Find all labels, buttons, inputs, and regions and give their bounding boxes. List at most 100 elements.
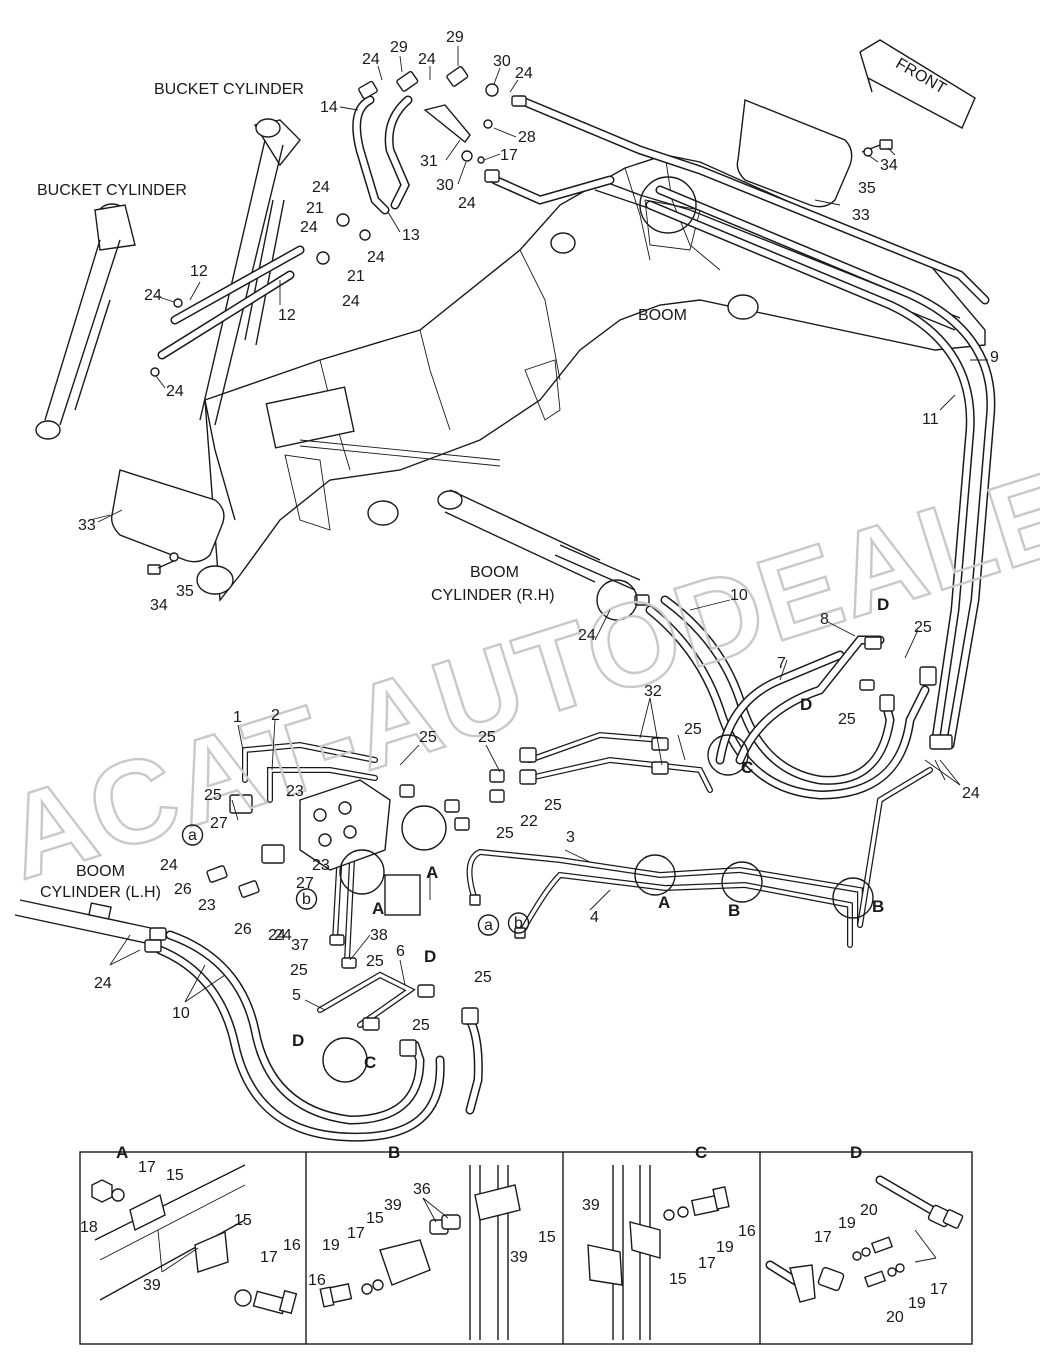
callout-c19: 24 xyxy=(342,293,360,310)
callout-c6: 24 xyxy=(515,65,533,82)
detail-a-label-15a: 15 xyxy=(166,1167,184,1184)
cover-plate-lower xyxy=(110,469,225,563)
callout-c82: 25 xyxy=(412,1017,430,1034)
callout-c54-ring xyxy=(181,824,204,846)
callout-c66: B xyxy=(728,901,740,920)
detail-d-label-20b: 20 xyxy=(886,1309,904,1326)
callout-c61: b xyxy=(302,891,311,908)
detail-c-label-16: 16 xyxy=(738,1223,756,1240)
boom-cylinder-lh xyxy=(14,899,161,946)
hose-14-13 xyxy=(352,95,413,215)
callout-c28: 11 xyxy=(922,411,939,428)
callout-c69: b xyxy=(514,915,523,932)
callout-c15: 21 xyxy=(306,200,324,217)
callout-c78: 25 xyxy=(474,969,492,986)
caption-boom-cylinder-rh-1: BOOM xyxy=(470,564,519,581)
callout-c71: A xyxy=(426,863,438,882)
callout-c7: 14 xyxy=(320,99,338,116)
callout-c57: 23 xyxy=(198,897,216,914)
caption-bucket-cylinder-lower: BUCKET CYLINDER xyxy=(37,182,187,199)
callout-c79: 24 xyxy=(94,975,112,992)
callout-c32: 10 xyxy=(730,587,748,604)
detail-c: C 39 16 19 17 15 xyxy=(582,1143,756,1340)
detail-b-label-19: 19 xyxy=(322,1237,340,1254)
detail-d-label-17b: 17 xyxy=(930,1281,948,1298)
callout-c23: 24 xyxy=(166,383,184,400)
front-arrow: FRONT xyxy=(859,39,976,129)
callout-c17: 24 xyxy=(367,249,385,266)
callout-c22: 24 xyxy=(144,287,162,304)
callout-c4: 29 xyxy=(446,29,464,46)
hose-6 xyxy=(465,1015,483,1115)
pipe-5 xyxy=(317,971,416,1028)
callout-c16: 24 xyxy=(300,219,318,236)
detail-c-label-15: 15 xyxy=(669,1271,687,1288)
detail-c-label-17: 17 xyxy=(698,1255,716,1272)
callout-c58: 23 xyxy=(312,857,330,874)
detail-b-title: B xyxy=(388,1143,400,1162)
callout-c63: 3 xyxy=(566,829,575,846)
hose-9-11 xyxy=(645,185,996,750)
hose-upper-long xyxy=(490,95,990,305)
callout-c68-ring xyxy=(477,914,500,936)
caption-bucket-cylinder-upper: BUCKET CYLINDER xyxy=(154,81,304,98)
callout-c38: D xyxy=(800,695,812,714)
callout-c18: 21 xyxy=(347,268,365,285)
callout-c74: 6 xyxy=(396,943,405,960)
callout-c30: 35 xyxy=(176,583,194,600)
callout-c47: 24 xyxy=(962,785,980,802)
bolt-34-upper xyxy=(861,139,893,157)
detail-d: D 20 19 17 19 17 20 xyxy=(765,1143,964,1326)
callout-c2: 29 xyxy=(390,39,408,56)
callout-c52: 23 xyxy=(286,783,304,800)
detail-panels: A 17 15 18 15 17 16 39 B xyxy=(79,1143,973,1345)
callout-c83: D xyxy=(292,1031,304,1050)
callout-c26: 35 xyxy=(858,180,876,197)
callout-c33: 24 xyxy=(578,627,596,644)
detail-d-label-19b: 19 xyxy=(908,1295,926,1312)
callout-c84: C xyxy=(364,1053,376,1072)
detail-d-label-17a: 17 xyxy=(814,1229,832,1246)
pipe-1-2 xyxy=(242,741,378,803)
callout-c62: 24 xyxy=(268,927,286,944)
fittings xyxy=(144,66,953,1057)
callout-c61-ring xyxy=(295,888,318,910)
valve-block xyxy=(229,779,421,916)
callout-c80: 10 xyxy=(172,1005,190,1022)
callout-c13: 13 xyxy=(402,227,420,244)
callout-c48: 1 xyxy=(233,709,242,726)
detail-a-label-17b: 17 xyxy=(260,1249,278,1266)
callout-c75: D xyxy=(424,947,436,966)
callout-c59: 26 xyxy=(234,921,252,938)
pipe-32 xyxy=(527,731,713,793)
callout-c10: 17 xyxy=(500,147,518,164)
callout-c60: 27 xyxy=(296,875,314,892)
callout-c29: 34 xyxy=(150,597,168,614)
callout-c81: 5 xyxy=(292,987,301,1004)
detail-b-label-16: 16 xyxy=(308,1272,326,1289)
callout-c40: 32 xyxy=(644,683,662,700)
callout-c3: 24 xyxy=(418,51,436,68)
detail-b-label-39b: 39 xyxy=(510,1249,528,1266)
callout-c14: 24 xyxy=(312,179,330,196)
detail-a-label-15b: 15 xyxy=(234,1212,252,1229)
caption-boom-cylinder-lh-1: BOOM xyxy=(76,863,125,880)
callout-c50: 25 xyxy=(419,729,437,746)
callout-c44: 25 xyxy=(544,797,562,814)
callout-c51: 25 xyxy=(204,787,222,804)
detail-c-label-39: 39 xyxy=(582,1197,600,1214)
leader-lines xyxy=(89,46,988,1011)
callout-c8: 28 xyxy=(518,129,536,146)
callout-c70: A xyxy=(372,899,384,918)
callout-c36: 7 xyxy=(777,655,786,672)
callout-c69-ring xyxy=(507,912,530,934)
detail-b-label-17: 17 xyxy=(347,1225,365,1242)
bucket-cylinder-left xyxy=(35,203,136,440)
callout-c64: 4 xyxy=(590,909,599,926)
callout-c67: B xyxy=(872,897,884,916)
boom-cylinder-rh xyxy=(437,489,641,591)
callout-c43: C xyxy=(741,758,753,777)
detail-c-title: C xyxy=(695,1143,707,1162)
hose-12-pair xyxy=(157,245,305,360)
